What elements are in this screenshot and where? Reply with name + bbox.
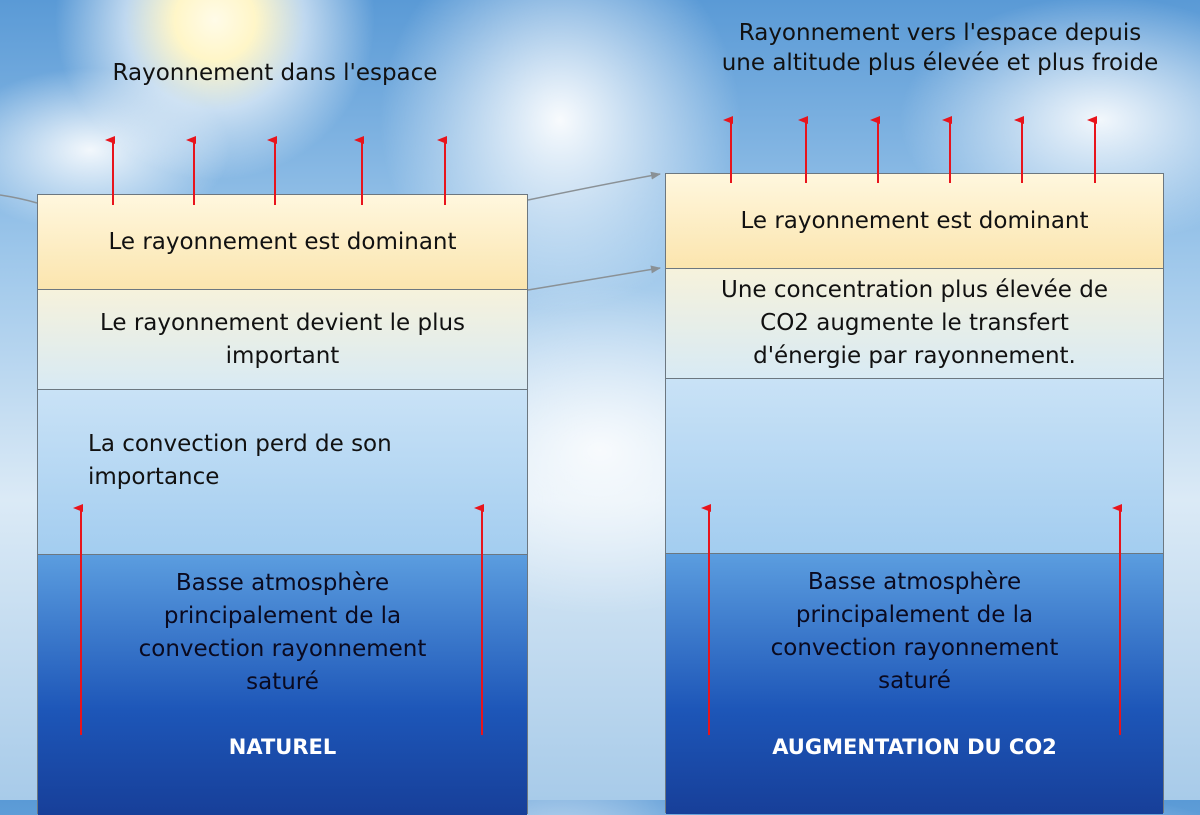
layer-radiation-dominant: Le rayonnement est dominant <box>666 174 1163 269</box>
layer-text: Basse atmosphère principalement de la co… <box>138 570 427 695</box>
layer-lower-atmosphere: Basse atmosphère principalement de la co… <box>666 554 1163 814</box>
co2-column: Le rayonnement est dominant Une concentr… <box>665 173 1164 814</box>
column-label-co2: AUGMENTATION DU CO2 <box>772 735 1057 759</box>
layer-text: Une concentration plus élevée de CO2 aug… <box>720 277 1108 369</box>
layer-text: Le rayonnement est dominant <box>108 228 457 255</box>
layer-text: Le rayonnement devient le plus important <box>99 309 466 369</box>
layer-text: Basse atmosphère principalement de la co… <box>770 569 1059 694</box>
natural-column: Le rayonnement est dominant Le rayonneme… <box>37 194 528 815</box>
layer-text: La convection perd de son importance <box>88 431 392 490</box>
layer-empty <box>666 379 1163 554</box>
layer-co2-radiation-transfer: Une concentration plus élevée de CO2 aug… <box>666 269 1163 379</box>
column-label-natural: NATUREL <box>228 735 337 759</box>
right-top-label: Rayonnement vers l'espace depuis une alt… <box>721 20 1159 76</box>
layer-convection-decreasing: La convection perd de son importance <box>38 390 527 555</box>
left-top-label: Rayonnement dans l'espace <box>112 60 438 86</box>
connector-lines <box>0 171 661 291</box>
layer-radiation-dominant: Le rayonnement est dominant <box>38 195 527 290</box>
layer-text: Le rayonnement est dominant <box>740 207 1089 234</box>
layer-radiation-important: Le rayonnement devient le plus important <box>38 290 527 390</box>
layer-lower-atmosphere: Basse atmosphère principalement de la co… <box>38 555 527 815</box>
